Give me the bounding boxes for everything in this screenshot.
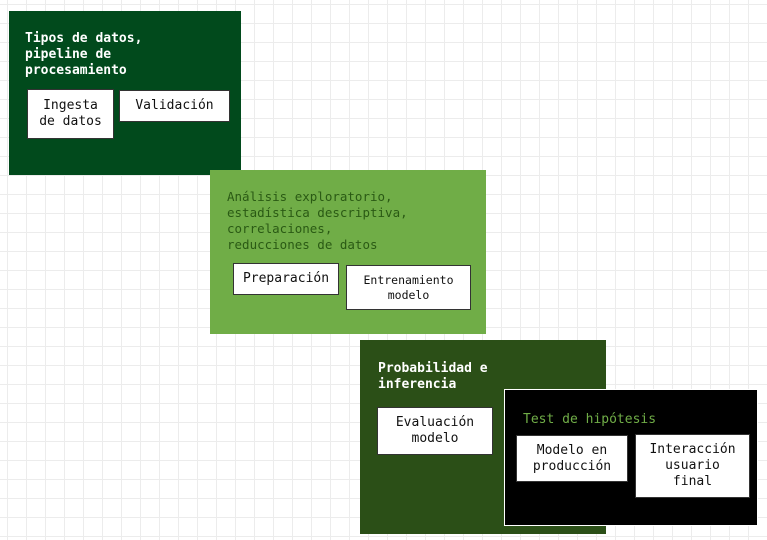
stage-4-panel: Test de hipótesis Modelo en producción I… <box>504 389 758 526</box>
stage-1-panel: Tipos de datos, pipeline de procesamient… <box>9 11 241 175</box>
step-evaluacion-modelo: Evaluación modelo <box>377 407 493 455</box>
stage-2-title: Análisis exploratorio, estadística descr… <box>227 189 408 252</box>
stage-2-panel: Análisis exploratorio, estadística descr… <box>210 170 486 334</box>
stage-1-title: Tipos de datos, pipeline de procesamient… <box>25 31 143 78</box>
step-entrenamiento-modelo: Entrenamiento modelo <box>346 265 471 310</box>
step-validacion: Validación <box>119 90 230 122</box>
stage-3-title: Probabilidad e inferencia <box>378 361 488 392</box>
stage-4-title: Test de hipótesis <box>523 412 657 427</box>
step-preparacion: Preparación <box>233 263 339 295</box>
step-modelo-en-produccion: Modelo en producción <box>516 435 628 482</box>
step-ingesta-de-datos: Ingesta de datos <box>27 89 114 139</box>
step-interaccion-usuario-final: Interacción usuario final <box>635 434 750 498</box>
